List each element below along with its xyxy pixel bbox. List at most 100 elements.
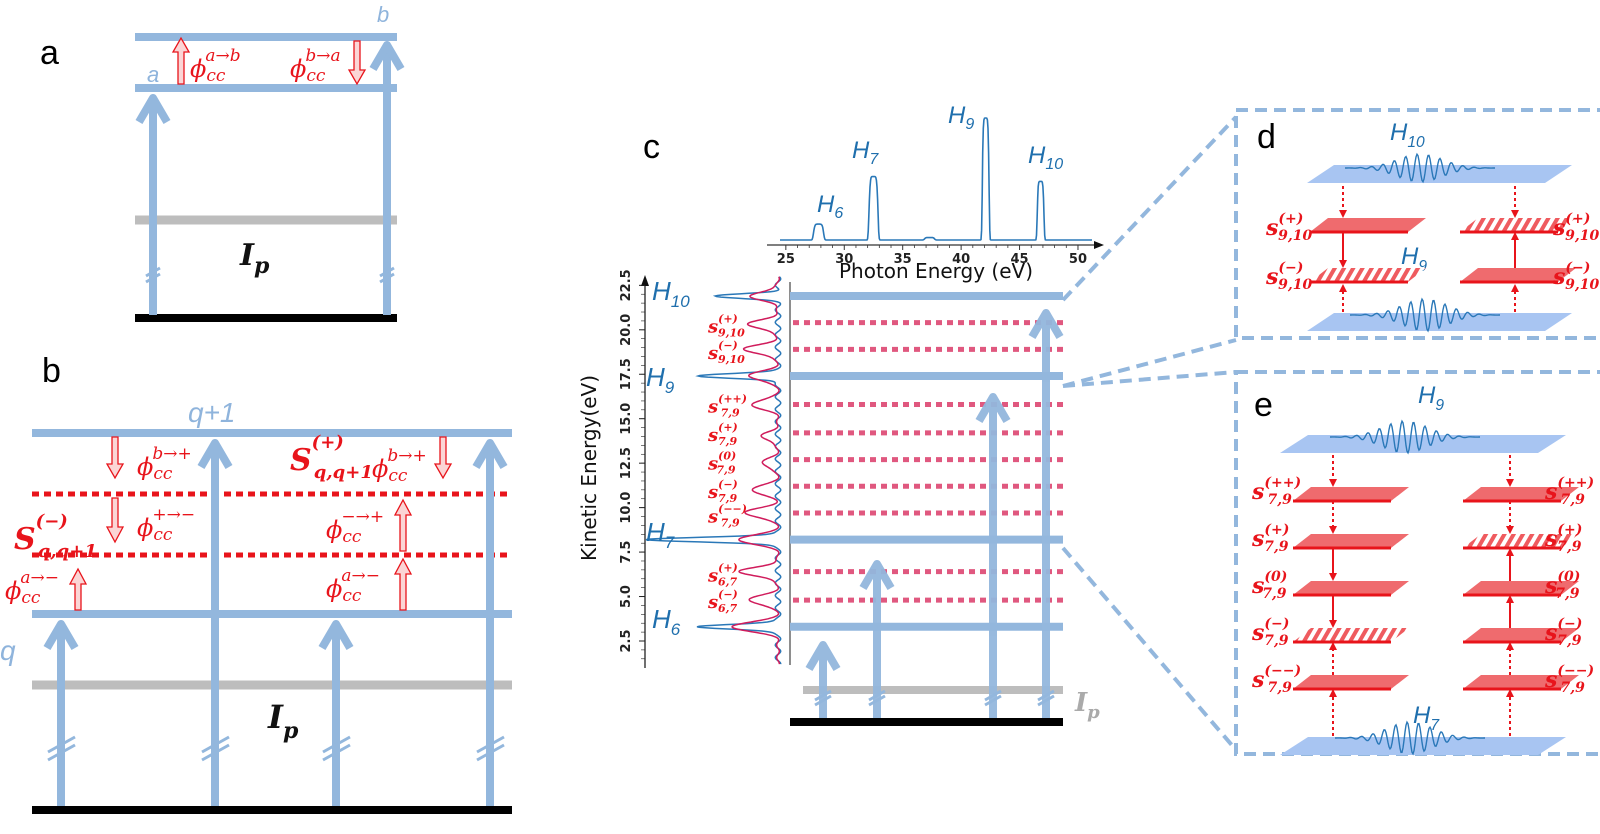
- pes-label-h6: H6: [652, 604, 681, 639]
- right-sideband-plane: [1463, 581, 1579, 595]
- arrow-e-right-head: [1506, 479, 1514, 487]
- arrow-d-right-1-head: [1511, 210, 1519, 218]
- sideband-label: s(−)7,9: [1251, 616, 1289, 649]
- photon-arrows-b: [43, 439, 508, 806]
- sideband-label: s(−−)7,9: [1251, 663, 1301, 696]
- phi-a-to-b: ϕcca→b: [190, 46, 241, 86]
- arrow-e-left-head: [1329, 689, 1337, 697]
- y-axis-title: Kinetic Energy(eV): [577, 375, 601, 561]
- phi-plus-minus: ϕcc+→−: [137, 505, 195, 545]
- photon-arrow-a: [135, 94, 171, 315]
- arrow-e-right-head: [1506, 595, 1514, 603]
- hhg-label-h6: H6: [817, 191, 843, 222]
- sideband-label: s(++)7,9: [1544, 475, 1594, 508]
- left-sideband-plane: [1293, 581, 1409, 595]
- panel-e: e H9H7s(++)7,9s(+)7,9s(0)7,9s(−)7,9s(−−)…: [1234, 370, 1600, 756]
- x-tick-label: 35: [894, 252, 912, 267]
- x-tick-label: 30: [835, 252, 853, 267]
- s-plus-label-b: S(+)q,q+1: [290, 432, 373, 483]
- axis-breaks-b: [47, 735, 505, 762]
- y-axis-arrowhead: [641, 275, 649, 286]
- h9-pulse-wave: [1330, 419, 1480, 455]
- right-sideband-plane: [1463, 675, 1579, 689]
- top-plane-h10: [1307, 165, 1572, 183]
- y-tick-label: 15.0: [619, 403, 634, 435]
- harmonic-label: H9: [1418, 382, 1444, 414]
- sideband-label: s(++)7,9: [1251, 475, 1301, 508]
- arrow-e-right-head: [1506, 689, 1514, 697]
- ip-label-b: Ip: [267, 698, 299, 744]
- hhg-label-h10: H10: [1028, 142, 1063, 173]
- sideband-label: s(−)7,9: [707, 478, 738, 505]
- ip-label-c: Ip: [1074, 688, 1100, 723]
- sideband-label: s(0)7,9: [707, 449, 736, 476]
- x-tick-label: 25: [777, 252, 795, 267]
- harmonic-label: H10: [1390, 119, 1425, 151]
- photoelectron-spectrum-chart: 2.55.07.510.012.515.017.520.022.5 Kineti…: [577, 269, 782, 668]
- y-tick-label: 22.5: [619, 269, 634, 301]
- sideband-label: s(0)7,9: [1544, 569, 1580, 602]
- panel-a-label: a: [40, 34, 59, 72]
- sideband-label: s(+)6,7: [707, 561, 738, 588]
- y-tick-label: 10.0: [619, 492, 634, 524]
- harmonic-label: H9: [1401, 243, 1427, 275]
- hhg-label-h7: H7: [852, 137, 879, 168]
- photon-arrow-b: [369, 41, 405, 315]
- panel-c-label: c: [643, 128, 660, 166]
- zoom-connectors: [1061, 115, 1238, 752]
- pes-label-h9: H9: [646, 362, 675, 397]
- arrow-e-left-head: [1329, 642, 1337, 650]
- left-sideband-plane: [1293, 534, 1409, 548]
- right-plus-plane: [1460, 218, 1576, 232]
- xuv-ir-series-line: [731, 276, 781, 665]
- h9-pulse-wave: [1350, 297, 1500, 333]
- bottom-plane-h9: [1307, 313, 1572, 331]
- ip-label-a: Ip: [239, 238, 270, 279]
- phi-b-plus-left: ϕccb→+: [137, 444, 192, 484]
- left-sideband-plane: [1293, 675, 1409, 689]
- transition-arrows-b: [68, 436, 453, 611]
- hhg-label-h9: H9: [948, 102, 974, 133]
- sideband-label: s(−)6,7: [707, 588, 738, 615]
- sideband-label: s(−)7,9: [1544, 616, 1582, 649]
- phi-minus-plus: ϕcc−→+: [326, 507, 384, 547]
- y-tick-label: 2.5: [619, 629, 634, 652]
- hhg-series-line: [780, 117, 1092, 241]
- sideband-label: s(−−)7,9: [1544, 663, 1594, 696]
- h7-pulse-wave: [1335, 720, 1485, 756]
- x-tick-label: 45: [1011, 252, 1029, 267]
- x-axis-arrowhead: [1094, 241, 1104, 249]
- arrow-d-left-1-head: [1339, 210, 1347, 218]
- panel-e-label: e: [1254, 386, 1273, 424]
- arrow-d-left-2-head: [1339, 260, 1347, 268]
- phi-b-plus-right: ϕccb→+: [372, 446, 427, 486]
- panel-d-label: d: [1257, 118, 1276, 156]
- sideband-label: s(++)7,9: [707, 392, 747, 419]
- phi-a-minus-left: ϕcca→−: [5, 568, 59, 608]
- panel-b-label: b: [42, 352, 61, 390]
- level-a-label: a: [147, 62, 159, 87]
- sideband-label: s(+)9,10: [707, 312, 745, 339]
- pes-label-h10: H10: [652, 276, 690, 311]
- y-tick-label: 5.0: [619, 585, 634, 608]
- right-minus-plane: [1460, 268, 1576, 282]
- left-plus-plane: [1310, 218, 1426, 232]
- sideband-label: s(+)9,10: [1265, 211, 1313, 244]
- axis-break-a: [145, 266, 395, 284]
- down-arrow-b-to-a: [347, 40, 367, 86]
- y-tick-label: 12.5: [619, 447, 634, 479]
- panel-e-frame: [1234, 370, 1600, 756]
- arrow-e-left-head: [1329, 573, 1337, 581]
- phi-a-minus-right: ϕcca→−: [326, 566, 380, 606]
- right-sideband-plane: [1463, 534, 1579, 548]
- h10-pulse-wave: [1345, 152, 1495, 184]
- sideband-label: s(−−)7,9: [707, 503, 747, 530]
- sideband-label: s(−)9,10: [707, 339, 745, 366]
- level-q-label: q: [0, 635, 16, 666]
- top-plane-h9: [1280, 435, 1566, 453]
- sideband-label: s(+)9,10: [1552, 211, 1600, 244]
- sideband-label: s(+)7,9: [1251, 522, 1289, 555]
